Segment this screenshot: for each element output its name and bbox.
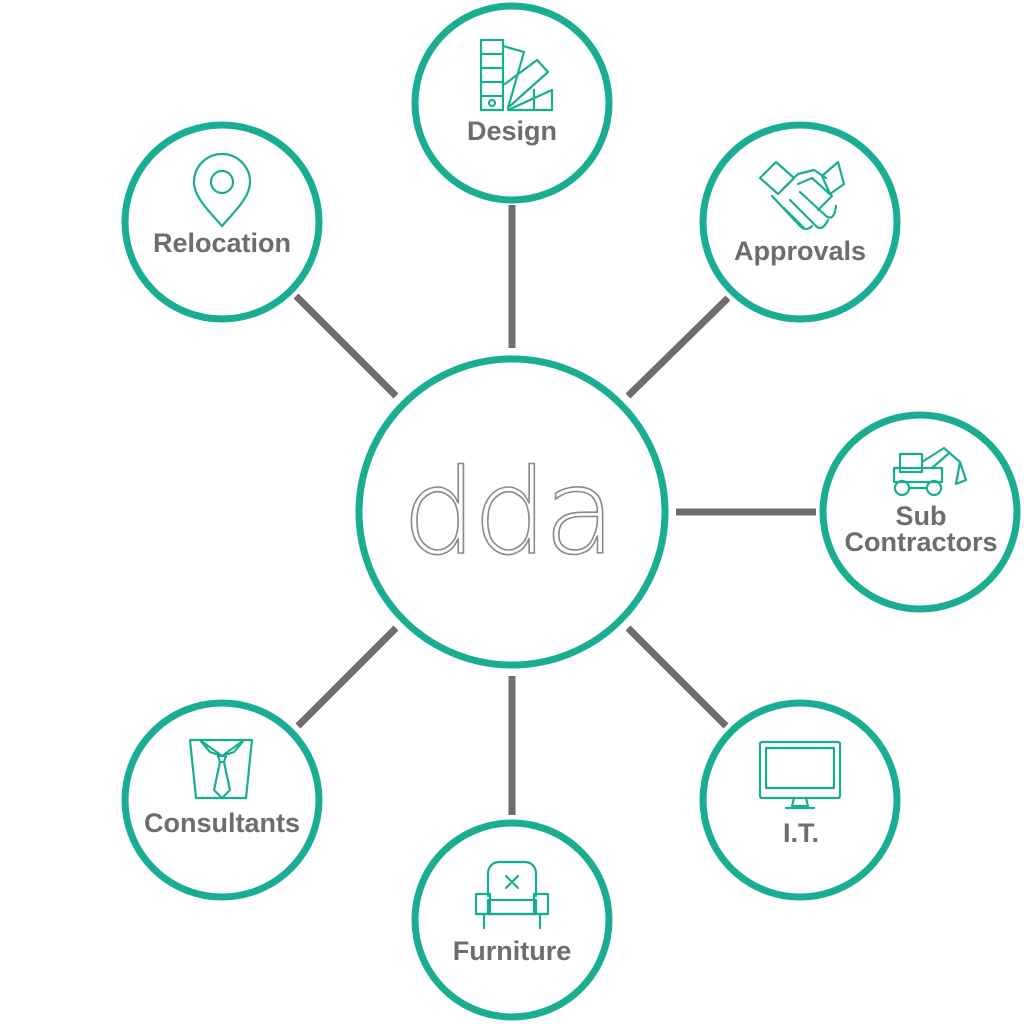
center-hub: dda <box>355 355 669 669</box>
node-circle <box>411 819 613 1021</box>
connector-relocation <box>293 293 399 399</box>
connectors <box>293 205 816 815</box>
center-logo: dda <box>402 443 612 581</box>
node-label: Consultants <box>144 808 300 838</box>
excavator-icon <box>892 446 968 497</box>
node-design[interactable]: Design <box>411 2 613 204</box>
center-circle <box>355 355 669 669</box>
node-label-line-2: Contractors <box>844 527 997 557</box>
node-label: Sub <box>896 501 947 531</box>
node-label: Relocation <box>153 228 291 258</box>
node-approvals[interactable]: Approvals <box>699 121 901 323</box>
node-it[interactable]: I.T. <box>699 699 901 901</box>
node-label: I.T. <box>783 818 819 848</box>
armchair-icon <box>474 860 550 930</box>
color-swatch-icon <box>479 38 554 112</box>
node-label: Design <box>467 116 557 146</box>
map-pin-icon <box>192 152 252 228</box>
node-label: Approvals <box>734 236 866 266</box>
shirt-tie-icon <box>188 738 254 800</box>
node-circle <box>699 121 901 323</box>
node-circle <box>699 699 901 901</box>
node-label: Furniture <box>453 936 572 966</box>
node-relocation[interactable]: Relocation <box>121 121 323 323</box>
node-sub-contractors[interactable]: Sub Contractors <box>819 411 1021 613</box>
connector-it <box>625 625 729 729</box>
connector-approvals <box>625 295 731 399</box>
node-furniture[interactable]: Furniture <box>411 819 613 1021</box>
node-circle <box>121 121 323 323</box>
connector-consultants <box>295 625 399 729</box>
node-circle <box>121 699 323 901</box>
monitor-icon <box>758 740 842 810</box>
handshake-icon <box>758 160 846 231</box>
node-consultants[interactable]: Consultants <box>121 699 323 901</box>
node-circle <box>819 411 1021 613</box>
